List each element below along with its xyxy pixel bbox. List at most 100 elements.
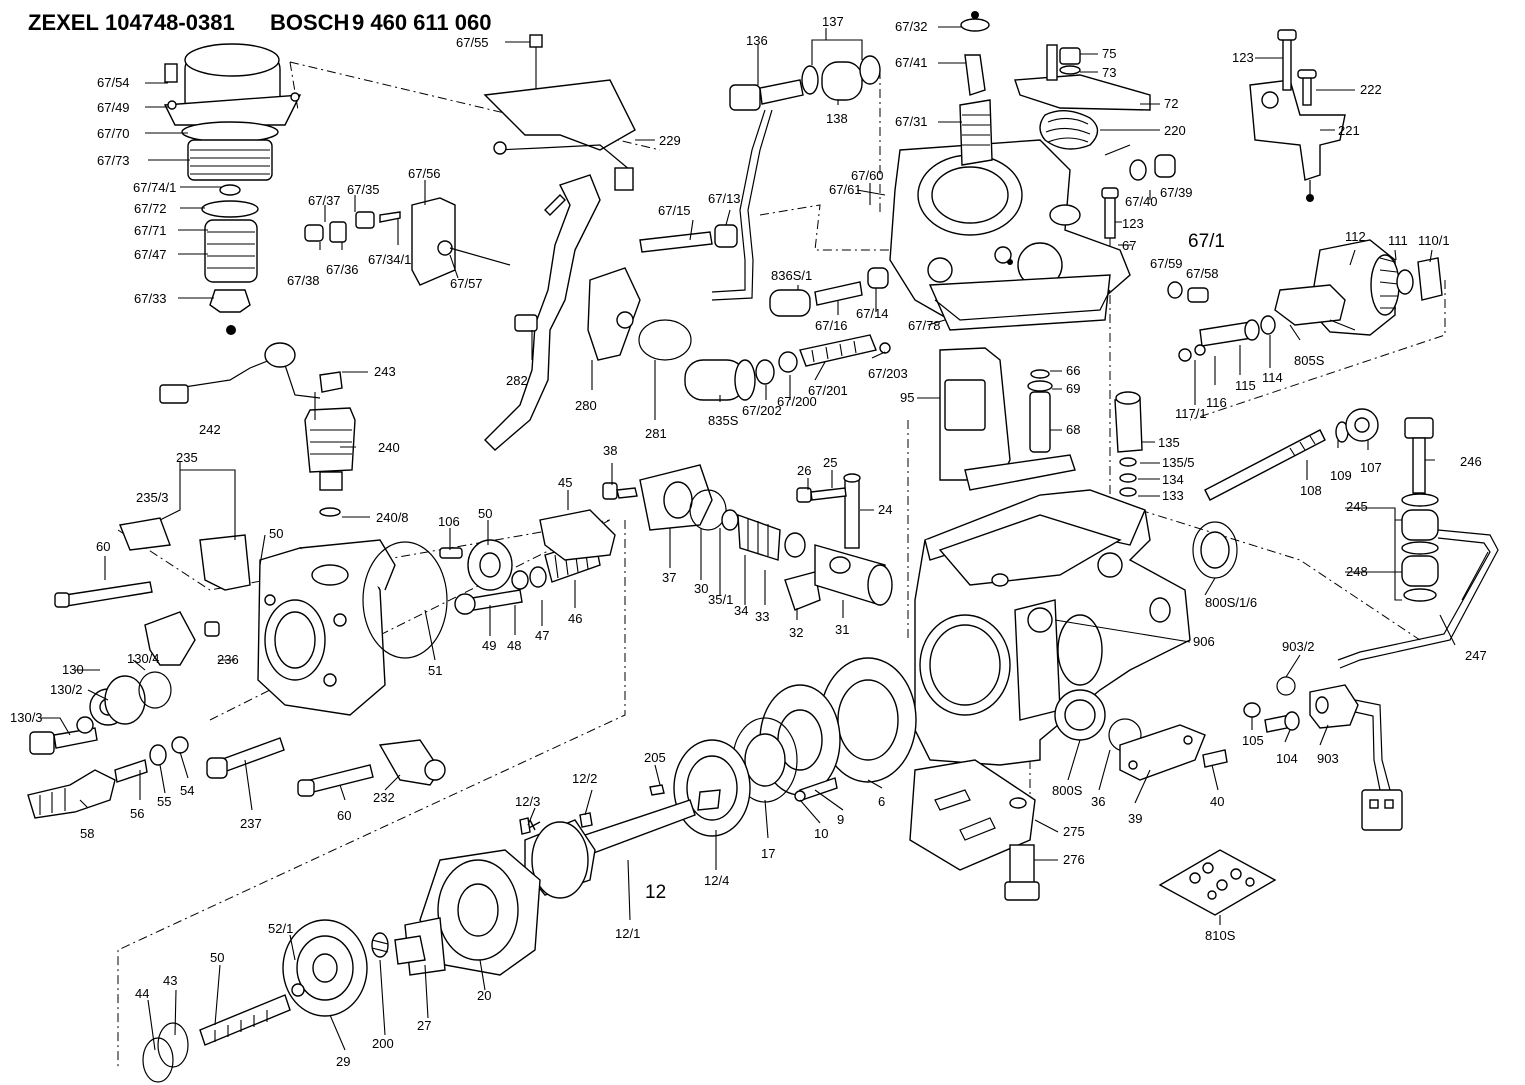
label-123-mid: 123 [1122, 216, 1144, 231]
label-835s: 835S [708, 413, 739, 428]
label-46: 46 [568, 611, 582, 626]
label-24: 24 [878, 502, 892, 517]
label-27: 27 [417, 1018, 431, 1033]
label-12: 12 [645, 882, 666, 903]
bracket-275 [909, 759, 1040, 901]
label-68: 68 [1066, 422, 1080, 437]
label-67-40: 67/40 [1125, 194, 1158, 209]
label-137: 137 [822, 14, 844, 29]
label-44: 44 [135, 986, 149, 1001]
parts-45-51-group [439, 509, 616, 615]
rod-136 [711, 55, 881, 301]
main-pump-body [914, 489, 1238, 766]
small-parts-group-1 [304, 197, 511, 286]
label-30: 30 [694, 581, 708, 596]
label-115: 115 [1235, 378, 1256, 393]
leader-lines [40, 26, 1489, 1051]
sensor-903-group [1108, 676, 1403, 831]
label-108: 108 [1300, 483, 1322, 498]
label-67-16: 67/16 [815, 318, 848, 333]
part-130-group [29, 581, 220, 755]
banjo-fitting-group [1337, 417, 1499, 669]
label-130-3: 130/3 [10, 710, 43, 725]
label-51: 51 [428, 663, 442, 678]
label-107: 107 [1360, 460, 1382, 475]
label-67-41: 67/41 [895, 55, 928, 70]
label-67: 67 [1122, 238, 1136, 253]
label-50-bottom: 50 [210, 950, 224, 965]
label-222: 222 [1360, 82, 1382, 97]
part-number-labels: 67/54 67/55 67/49 67/70 67/73 67/74/1 67… [10, 14, 1487, 1069]
label-69: 69 [1066, 381, 1080, 396]
label-111: 111 [1388, 233, 1408, 248]
label-20: 20 [477, 988, 491, 1003]
label-242: 242 [199, 422, 221, 437]
label-31: 31 [835, 622, 849, 637]
label-66: 66 [1066, 363, 1080, 378]
label-67-54: 67/54 [97, 75, 130, 90]
label-54: 54 [180, 783, 194, 798]
label-112: 112 [1345, 229, 1366, 244]
header-zexel-number: 104748-0381 [105, 10, 235, 35]
label-26: 26 [797, 463, 811, 478]
label-67-57: 67/57 [450, 276, 483, 291]
label-104: 104 [1276, 751, 1298, 766]
label-10: 10 [814, 826, 828, 841]
label-45: 45 [558, 475, 572, 490]
label-6: 6 [878, 794, 885, 809]
label-67-1: 67/1 [1188, 231, 1225, 252]
label-67-72: 67/72 [134, 201, 167, 216]
label-105: 105 [1242, 733, 1264, 748]
label-67-35: 67/35 [347, 182, 380, 197]
label-35-1: 35/1 [708, 592, 733, 607]
label-237: 237 [240, 816, 262, 831]
label-67-203: 67/203 [868, 366, 908, 381]
label-56: 56 [130, 806, 144, 821]
label-60-left: 60 [96, 539, 110, 554]
label-281: 281 [645, 426, 667, 441]
label-906: 906 [1193, 634, 1215, 649]
label-58: 58 [80, 826, 94, 841]
label-243: 243 [374, 364, 396, 379]
label-36: 36 [1091, 794, 1105, 809]
label-117-1: 117/1 [1175, 406, 1207, 421]
part-58-group [27, 736, 285, 819]
label-248: 248 [1346, 564, 1368, 579]
label-810s: 810S [1205, 928, 1236, 943]
label-37: 37 [662, 570, 676, 585]
label-29: 29 [336, 1054, 350, 1069]
label-130-2: 130/2 [50, 682, 83, 697]
label-114: 114 [1262, 370, 1283, 385]
header-brand: ZEXEL [28, 10, 99, 35]
label-67-202: 67/202 [742, 403, 782, 418]
part-836s-1 [639, 224, 889, 317]
drive-shaft-12 [519, 739, 751, 899]
label-67-71: 67/71 [134, 223, 167, 238]
label-67-59: 67/59 [1150, 256, 1183, 271]
label-109: 109 [1330, 468, 1352, 483]
label-800s-1-6: 800S/1/6 [1205, 595, 1257, 610]
label-67-56: 67/56 [408, 166, 441, 181]
label-67-32: 67/32 [895, 19, 928, 34]
label-138: 138 [826, 111, 848, 126]
label-25: 25 [823, 455, 837, 470]
label-276: 276 [1063, 852, 1085, 867]
label-106: 106 [438, 514, 460, 529]
label-67-49: 67/49 [97, 100, 130, 115]
governor-cover [889, 11, 1131, 331]
solenoid-assembly-112 [1178, 239, 1443, 362]
timing-rod-108 [1204, 408, 1379, 501]
label-133: 133 [1162, 488, 1184, 503]
cam-plates-group [732, 657, 917, 803]
label-38: 38 [603, 443, 617, 458]
label-235-3: 235/3 [136, 490, 169, 505]
label-60-bottom: 60 [337, 808, 351, 823]
label-205: 205 [644, 750, 666, 765]
part-232-group [297, 739, 446, 797]
label-282: 282 [506, 373, 528, 388]
label-17: 17 [761, 846, 775, 861]
label-235: 235 [176, 450, 198, 465]
label-836s-1: 836S/1 [771, 268, 812, 283]
label-12-3: 12/3 [515, 794, 540, 809]
